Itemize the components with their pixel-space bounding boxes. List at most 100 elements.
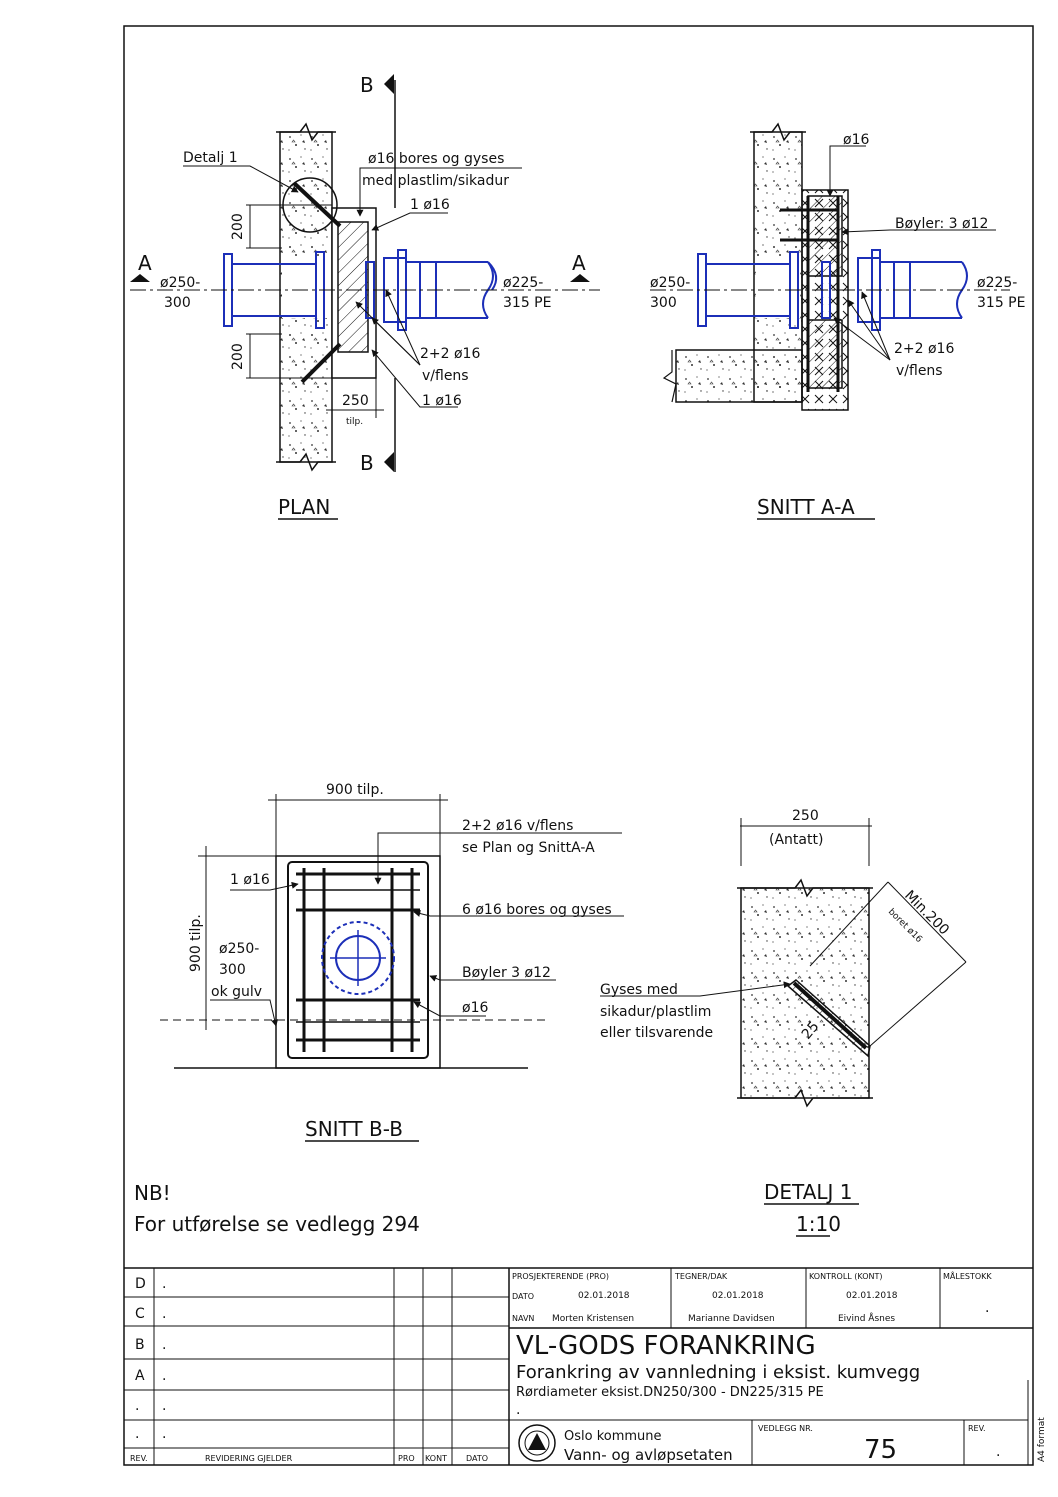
rev-row-5-text: . bbox=[162, 1398, 166, 1414]
plan-pipe-right-1: ø225- bbox=[503, 275, 543, 291]
title-block-fields: PROSJEKTERENDE (PRO) TEGNER/DAK KONTROLL… bbox=[512, 1270, 1047, 1465]
tb-h-pro: PROSJEKTERENDE (PRO) bbox=[512, 1272, 609, 1281]
tb-subtitle2: Rørdiameter eksist.DN250/300 - DN225/315… bbox=[516, 1385, 824, 1400]
tb-kontroll-name: Eivind Åsnes bbox=[838, 1312, 895, 1324]
plan-dim-200-bottom: 200 bbox=[230, 343, 246, 370]
aa-boyler-label: Bøyler: 3 ø12 bbox=[895, 216, 988, 232]
rev-row-d-text: . bbox=[162, 1276, 166, 1292]
tb-navn-label: NAVN bbox=[512, 1314, 534, 1323]
tb-h-kontroll: KONTROLL (KONT) bbox=[809, 1272, 883, 1281]
aa-floor bbox=[675, 349, 803, 403]
bb-block-inner bbox=[287, 861, 429, 1059]
tb-h-malestokk: MÅLESTOKK bbox=[943, 1270, 992, 1281]
plan-bar-top-label: 1 ø16 bbox=[410, 197, 450, 213]
aa-pipe-right-1: ø225- bbox=[977, 275, 1017, 291]
plan-wall-break-bottom bbox=[276, 452, 336, 472]
plan-detalj-label: Detalj 1 bbox=[183, 150, 238, 166]
plan-note-plastlim: med plastlim/sikadur bbox=[362, 173, 509, 189]
plan-view: Detalj 1 ø16 bores og gyses med plastlim… bbox=[130, 73, 600, 520]
tb-vedlegg-nr: 75 bbox=[864, 1435, 897, 1465]
detail-gyses-2: sikadur/plastlim bbox=[600, 1004, 711, 1020]
aa-pipe-left-2: 300 bbox=[650, 295, 677, 311]
plan-dim-200-top: 200 bbox=[230, 213, 246, 240]
title-block bbox=[124, 1267, 1033, 1465]
bb-block-outer bbox=[275, 855, 441, 1069]
revision-table: D . C . B . A . . . . . REV. REVIDERING … bbox=[130, 1276, 488, 1463]
bb-flange-bars: 2+2 ø16 v/flens bbox=[462, 818, 573, 834]
aa-bar-top-label: ø16 bbox=[843, 132, 869, 148]
rev-row-b: B bbox=[135, 1337, 145, 1353]
bb-pipe-2: 300 bbox=[219, 962, 246, 978]
section-label-a-left: A bbox=[138, 251, 152, 275]
plan-dim-tilp: tilp. bbox=[346, 417, 363, 427]
plan-wall-break-top bbox=[276, 122, 336, 142]
tb-pro-name: Morten Kristensen bbox=[552, 1314, 634, 1324]
plan-pipe-left-1: ø250- bbox=[160, 275, 200, 291]
tb-rev-value: . bbox=[996, 1444, 1000, 1460]
bb-boyler: Bøyler 3 ø12 bbox=[462, 965, 551, 981]
rev-footer-kont: KONT bbox=[425, 1454, 447, 1463]
bb-dim-height: 900 tilp. bbox=[188, 914, 204, 972]
note-reference: For utførelse se vedlegg 294 bbox=[134, 1212, 420, 1236]
bb-bar-2: ø16 bbox=[462, 1000, 488, 1016]
section-label-b-bottom: B bbox=[360, 451, 374, 475]
tb-malestokk: . bbox=[985, 1300, 989, 1316]
tb-h-tegner: TEGNER/DAK bbox=[674, 1272, 728, 1281]
note-nb: NB! bbox=[134, 1181, 171, 1205]
plan-grout-top bbox=[282, 240, 330, 256]
detail-dim-antatt: (Antatt) bbox=[769, 832, 823, 848]
plan-bar-diagonal-bottom bbox=[300, 342, 342, 384]
tb-format: A4 format bbox=[1037, 1417, 1047, 1462]
section-arrow-a-left bbox=[130, 274, 150, 282]
section-aa-view: ø16 Bøyler: 3 ø12 2+2 ø16 v/flens ø250- … bbox=[650, 122, 1025, 520]
rev-row-c: C bbox=[135, 1306, 145, 1322]
aa-title: SNITT A-A bbox=[757, 495, 855, 519]
rev-row-a: A bbox=[135, 1368, 145, 1384]
rev-footer-text: REVIDERING GJELDER bbox=[205, 1454, 293, 1463]
rev-row-d: D bbox=[135, 1276, 146, 1292]
bb-flange-ref: se Plan og SnittA-A bbox=[462, 840, 595, 856]
rev-row-c-text: . bbox=[162, 1306, 166, 1322]
oslo-kommune-logo bbox=[518, 1424, 556, 1462]
tb-title: VL-GODS FORANKRING bbox=[516, 1331, 816, 1361]
section-label-a-right: A bbox=[572, 251, 586, 275]
bb-dim-width: 900 tilp. bbox=[326, 782, 384, 798]
plan-pipe bbox=[223, 249, 498, 331]
plan-pipe-left-2: 300 bbox=[164, 295, 191, 311]
detail-gyses-3: eller tilsvarende bbox=[600, 1025, 713, 1041]
rev-row-a-text: . bbox=[162, 1368, 166, 1384]
rev-footer-rev: REV. bbox=[130, 1454, 148, 1463]
bb-title: SNITT B-B bbox=[305, 1117, 403, 1141]
detail-1-view: 250 (Antatt) Min.200 boret ø16 Gyses med… bbox=[600, 808, 967, 1237]
plan-dim-250: 250 bbox=[342, 393, 369, 409]
detail-scale: 1:10 bbox=[796, 1212, 841, 1236]
tb-vedlegg-label: VEDLEGG NR. bbox=[758, 1424, 813, 1433]
aa-flange-bars-label: 2+2 ø16 bbox=[894, 341, 954, 357]
rev-row-b-text: . bbox=[162, 1337, 166, 1353]
tb-subtitle: Forankring av vannledning i eksist. kumv… bbox=[516, 1362, 920, 1383]
tb-tegner-date: 02.01.2018 bbox=[712, 1291, 764, 1301]
detail-dim-250: 250 bbox=[792, 808, 819, 824]
tb-dato-label: DATO bbox=[512, 1292, 534, 1301]
rev-row-6: . bbox=[135, 1426, 139, 1442]
tb-org-1: Oslo kommune bbox=[564, 1429, 662, 1444]
rev-row-6-text: . bbox=[162, 1426, 166, 1442]
sheet-frame bbox=[123, 25, 1034, 1466]
section-arrow-a-right bbox=[570, 274, 590, 282]
tb-pro-date: 02.01.2018 bbox=[578, 1291, 630, 1301]
plan-bar-bottom-label: 1 ø16 bbox=[422, 393, 462, 409]
tb-dot: . bbox=[516, 1402, 520, 1418]
rev-footer-pro: PRO bbox=[398, 1454, 415, 1463]
aa-pipe-right-2: 315 PE bbox=[977, 295, 1025, 311]
aa-pipe-left-1: ø250- bbox=[650, 275, 690, 291]
tb-tegner-name: Marianne Davidsen bbox=[688, 1314, 775, 1324]
section-label-b-top: B bbox=[360, 73, 374, 97]
tb-rev-label: REV. bbox=[968, 1424, 986, 1433]
plan-pipe-right-2: 315 PE bbox=[503, 295, 551, 311]
bb-pipe-3: ok gulv bbox=[211, 984, 262, 1000]
detail-gyses-1: Gyses med bbox=[600, 982, 678, 998]
section-bb-view: 900 tilp. 900 tilp. 2+2 ø16 v/flens se P… bbox=[160, 782, 624, 1142]
bb-pipe-outer bbox=[321, 921, 395, 995]
plan-anchor-hatch bbox=[337, 221, 369, 353]
